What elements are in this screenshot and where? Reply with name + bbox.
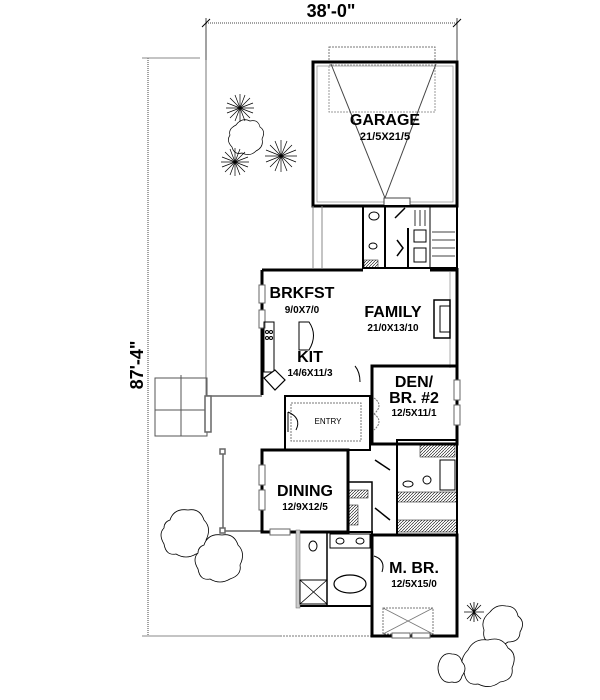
brkfst-size: 9/0X7/0 [285,305,320,316]
dining-label: DINING [277,483,333,500]
main-living-area: BRKFST 9/0X7/0 FAMILY 21/0X13/10 KIT 14/… [258,268,459,395]
depth-dimension-label: 87'-4" [127,341,147,390]
dining-room: DINING 12/9X12/5 [258,448,350,536]
den-label-line1: DEN/ [395,374,434,391]
master-bedroom: M. BR. 12/5X15/0 [370,533,459,639]
utility-block [362,205,458,269]
dining-size: 12/9X12/5 [282,502,328,513]
hall-baths [347,439,458,536]
front-porch [204,395,262,534]
family-size: 21/0X13/10 [367,323,419,334]
entry-label: ENTRY [315,417,343,426]
kit-size: 14/6X11/3 [287,368,332,379]
tree-pair-bottom-left [160,509,243,583]
depth-dimension: 87'-4" [127,57,280,637]
den-size: 12/5X11/1 [391,408,436,419]
tree-cluster-top-left [221,94,297,176]
den-label-line2: BR. #2 [389,390,439,407]
width-dimension-label: 38'-0" [307,1,356,21]
width-dimension: 38'-0" [201,1,462,60]
tree-cluster-bottom-right [437,602,523,687]
garage-size: 21/5X21/5 [360,131,410,143]
mbr-size: 12/5X15/0 [391,579,437,590]
exterior-walkway [312,206,323,268]
side-deck [154,375,208,437]
garage-room: GARAGE 21/5X21/5 [311,46,459,208]
kit-label: KIT [297,349,323,366]
family-label: FAMILY [364,304,422,321]
master-bath [295,529,373,609]
mbr-label: M. BR. [389,560,439,577]
garage-label: GARAGE [350,112,421,129]
den-room: DEN/ BR. #2 12/5X11/1 [370,364,461,446]
brkfst-label: BRKFST [270,285,335,302]
